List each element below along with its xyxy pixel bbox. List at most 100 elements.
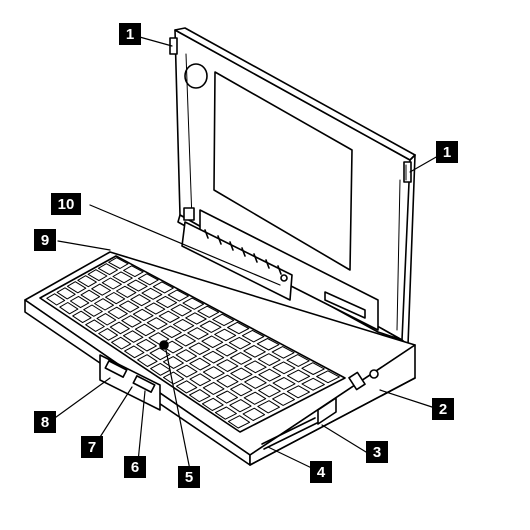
keyboard-key [173, 318, 195, 332]
keyboard-key [109, 321, 130, 335]
callout-1a: 1 [119, 23, 141, 45]
front-button-left [104, 360, 128, 378]
keyboard-key [158, 310, 180, 323]
keyboard-key [229, 352, 253, 365]
keyboard-key [215, 343, 238, 357]
keyboard-key [244, 360, 267, 374]
keyboard-key [216, 359, 239, 372]
keyboard-key [199, 320, 222, 333]
front-button-right [132, 375, 156, 393]
side-slot-lower [261, 417, 316, 445]
keyboard-keys [46, 257, 340, 429]
callout-6: 6 [124, 456, 146, 478]
keyboard-key [202, 350, 225, 364]
keyboard-key [230, 367, 253, 381]
keyboard-key [56, 287, 76, 300]
keyboard-key [170, 304, 192, 317]
keyboard-key [242, 407, 266, 421]
callouts: 1 1 2 3 4 5 6 7 [34, 23, 458, 488]
keyboard-key [91, 283, 111, 296]
keyboard-key [272, 377, 296, 390]
keyboard-key [112, 271, 133, 284]
keyboard-key [176, 380, 198, 394]
keyboard-key [144, 302, 166, 315]
keyboard-key [316, 370, 340, 384]
keyboard-key [202, 381, 225, 395]
keyboard-key [201, 397, 224, 411]
svg-text:5: 5 [185, 469, 193, 486]
keyboard-key [286, 354, 310, 367]
side-slot [317, 397, 337, 425]
keyboard-key [167, 289, 189, 302]
keyboard-key [96, 313, 117, 326]
keyboard-key [243, 345, 266, 358]
callout-3: 3 [366, 441, 388, 463]
display-screen [213, 71, 353, 271]
right-side-ports [261, 369, 379, 450]
keyboard-key [287, 369, 311, 383]
keyboard-key [230, 383, 253, 397]
keyboard-key [107, 306, 128, 320]
keyboard-key [101, 277, 122, 290]
keyboard-key [130, 294, 151, 307]
callout-10: 10 [51, 193, 81, 215]
keyboard-key [214, 406, 237, 420]
keyboard-key [83, 304, 103, 317]
keyboard-key [301, 362, 325, 375]
display-lid [169, 27, 416, 346]
keyboard-key [46, 293, 66, 306]
callout-4: 4 [310, 461, 332, 483]
left-indicator [183, 207, 195, 221]
keyboard-key [182, 297, 204, 310]
keyboard-key [66, 281, 87, 294]
keyboard-key [197, 305, 220, 318]
keyboard-key [257, 353, 281, 366]
keyboard-key [227, 321, 250, 335]
keyboard-key [141, 287, 163, 300]
keyboard-key [149, 347, 171, 361]
keyboard-key [132, 308, 154, 322]
keyboard-key [185, 312, 207, 325]
keyboard-key [187, 327, 209, 340]
svg-text:2: 2 [439, 401, 447, 418]
keyboard-key [229, 399, 252, 413]
keyboard-key [243, 391, 267, 405]
svg-text:10: 10 [58, 196, 75, 213]
keyboard-key [214, 328, 237, 342]
keyboard-key [257, 400, 280, 414]
callout-7: 7 [81, 436, 103, 458]
keyboard-key [123, 330, 144, 343]
svg-text:1: 1 [126, 26, 134, 43]
callout-5: 5 [178, 466, 200, 488]
keyboard-key [258, 384, 281, 398]
keyboard-key [189, 373, 211, 387]
keyboard-key [134, 323, 156, 337]
keyboard-key [189, 389, 211, 403]
keyboard-key [124, 345, 145, 359]
keyboard-key [97, 263, 118, 276]
keyboard-key [121, 315, 142, 328]
keyboard-key [111, 336, 132, 350]
keyboard-key [286, 385, 310, 399]
keyboard-key [98, 328, 118, 341]
keyboard-key [189, 357, 211, 371]
leader-lines [51, 35, 446, 473]
keyboard-key [116, 285, 137, 298]
svg-text:8: 8 [41, 414, 49, 431]
keyboard-key [227, 415, 251, 429]
keyboard-key [87, 269, 108, 282]
keyboard-key [152, 281, 174, 294]
keyboard-key [80, 289, 101, 302]
lid-logo [184, 63, 208, 89]
svg-text:1: 1 [443, 144, 451, 161]
keyboard-key [175, 349, 197, 362]
svg-text:9: 9 [41, 232, 49, 249]
callout-1b: 1 [436, 141, 458, 163]
keyboard-key [136, 338, 157, 352]
keyboard-key [137, 273, 159, 286]
keyboard-key [146, 317, 168, 330]
keyboard-key [137, 354, 158, 367]
keyboard-key [85, 319, 105, 332]
